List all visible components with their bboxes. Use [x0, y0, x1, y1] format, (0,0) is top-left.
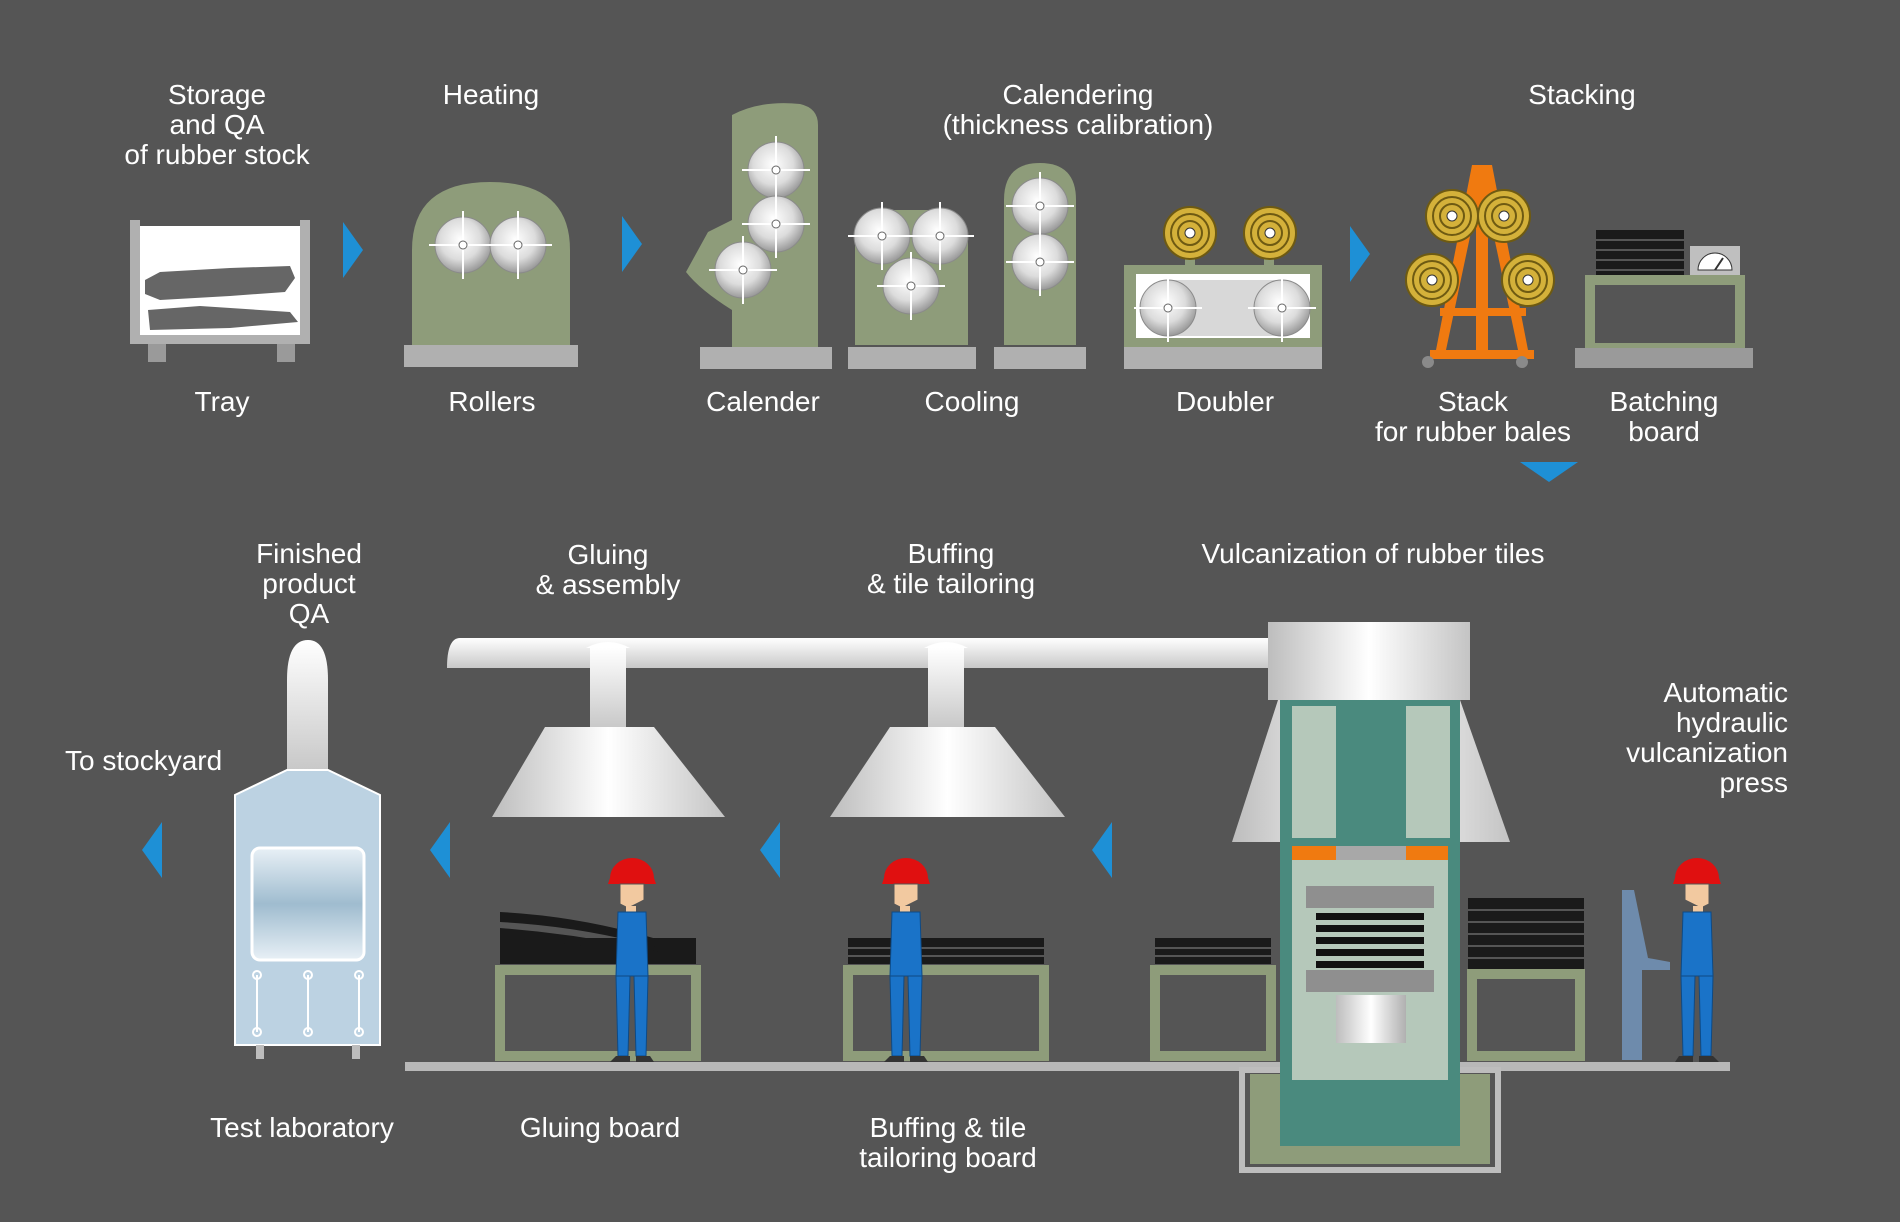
- cooling-machine: [847, 163, 1086, 369]
- stage-label-vulcanization: Vulcanization of rubber tiles: [1201, 538, 1545, 569]
- equipment-label-doubler: Doubler: [1175, 386, 1275, 417]
- gluing-board: [495, 912, 701, 1061]
- equipment-label-rollers: Rollers: [448, 386, 536, 417]
- stage-label-gluing: Gluing & assembly: [535, 539, 681, 600]
- flow-arrow-1: [343, 222, 363, 278]
- press-out-board: [1150, 938, 1276, 1061]
- stage-label-stacking: Stacking: [1528, 79, 1636, 110]
- batching-board: [1575, 230, 1753, 368]
- press-feed-board: [1467, 898, 1585, 1061]
- press-operator: [1672, 857, 1722, 1063]
- test-laboratory: [234, 640, 381, 1059]
- stage-label-buffing: Buffing & tile tailoring: [866, 538, 1036, 599]
- equipment-label-stack: Stack for rubber bales: [1374, 386, 1572, 447]
- equipment-label-cooling: Cooling: [924, 386, 1020, 417]
- equipment-label-test-lab: Test laboratory: [210, 1112, 394, 1143]
- flow-arrow-6: [430, 822, 450, 878]
- rollers-machine: [404, 182, 578, 367]
- stack-frame: [1405, 165, 1555, 368]
- floor: [405, 1062, 1730, 1071]
- stage-label-storage: Storage and QA of rubber stock: [124, 79, 310, 170]
- buffing-board: [843, 938, 1049, 1061]
- flow-arrow-4: [1092, 822, 1112, 878]
- equipment-label-press: Automatic hydraulic vulcanization press: [1626, 677, 1788, 798]
- stage-label-calendering: Calendering (thickness calibration): [942, 79, 1214, 140]
- flow-arrow-down: [1520, 462, 1578, 482]
- vulcanization-press: [1232, 622, 1510, 1173]
- flow-arrow-2: [622, 216, 642, 272]
- control-panel: [1622, 890, 1670, 1060]
- flow-arrow-5: [760, 822, 780, 878]
- stage-label-finished-qa: Finished product QA: [256, 538, 362, 629]
- equipment-label-tray: Tray: [194, 386, 250, 417]
- flow-arrow-3: [1350, 226, 1370, 282]
- equipment-label-buffing-board: Buffing & tile tailoring board: [859, 1112, 1037, 1173]
- equipment-label-gluing-board: Gluing board: [519, 1112, 681, 1143]
- equipment-label-calender: Calender: [706, 386, 820, 417]
- stage-label-heating: Heating: [442, 79, 540, 110]
- tray-machine: [130, 220, 310, 362]
- flow-arrow-7: [142, 822, 162, 878]
- equipment-label-batching: Batching board: [1609, 386, 1719, 447]
- doubler-machine: [1124, 206, 1322, 369]
- exhaust-duct: [447, 638, 1275, 817]
- calender-machine: [686, 103, 832, 369]
- equipment-label-stockyard: To stockyard: [65, 745, 223, 776]
